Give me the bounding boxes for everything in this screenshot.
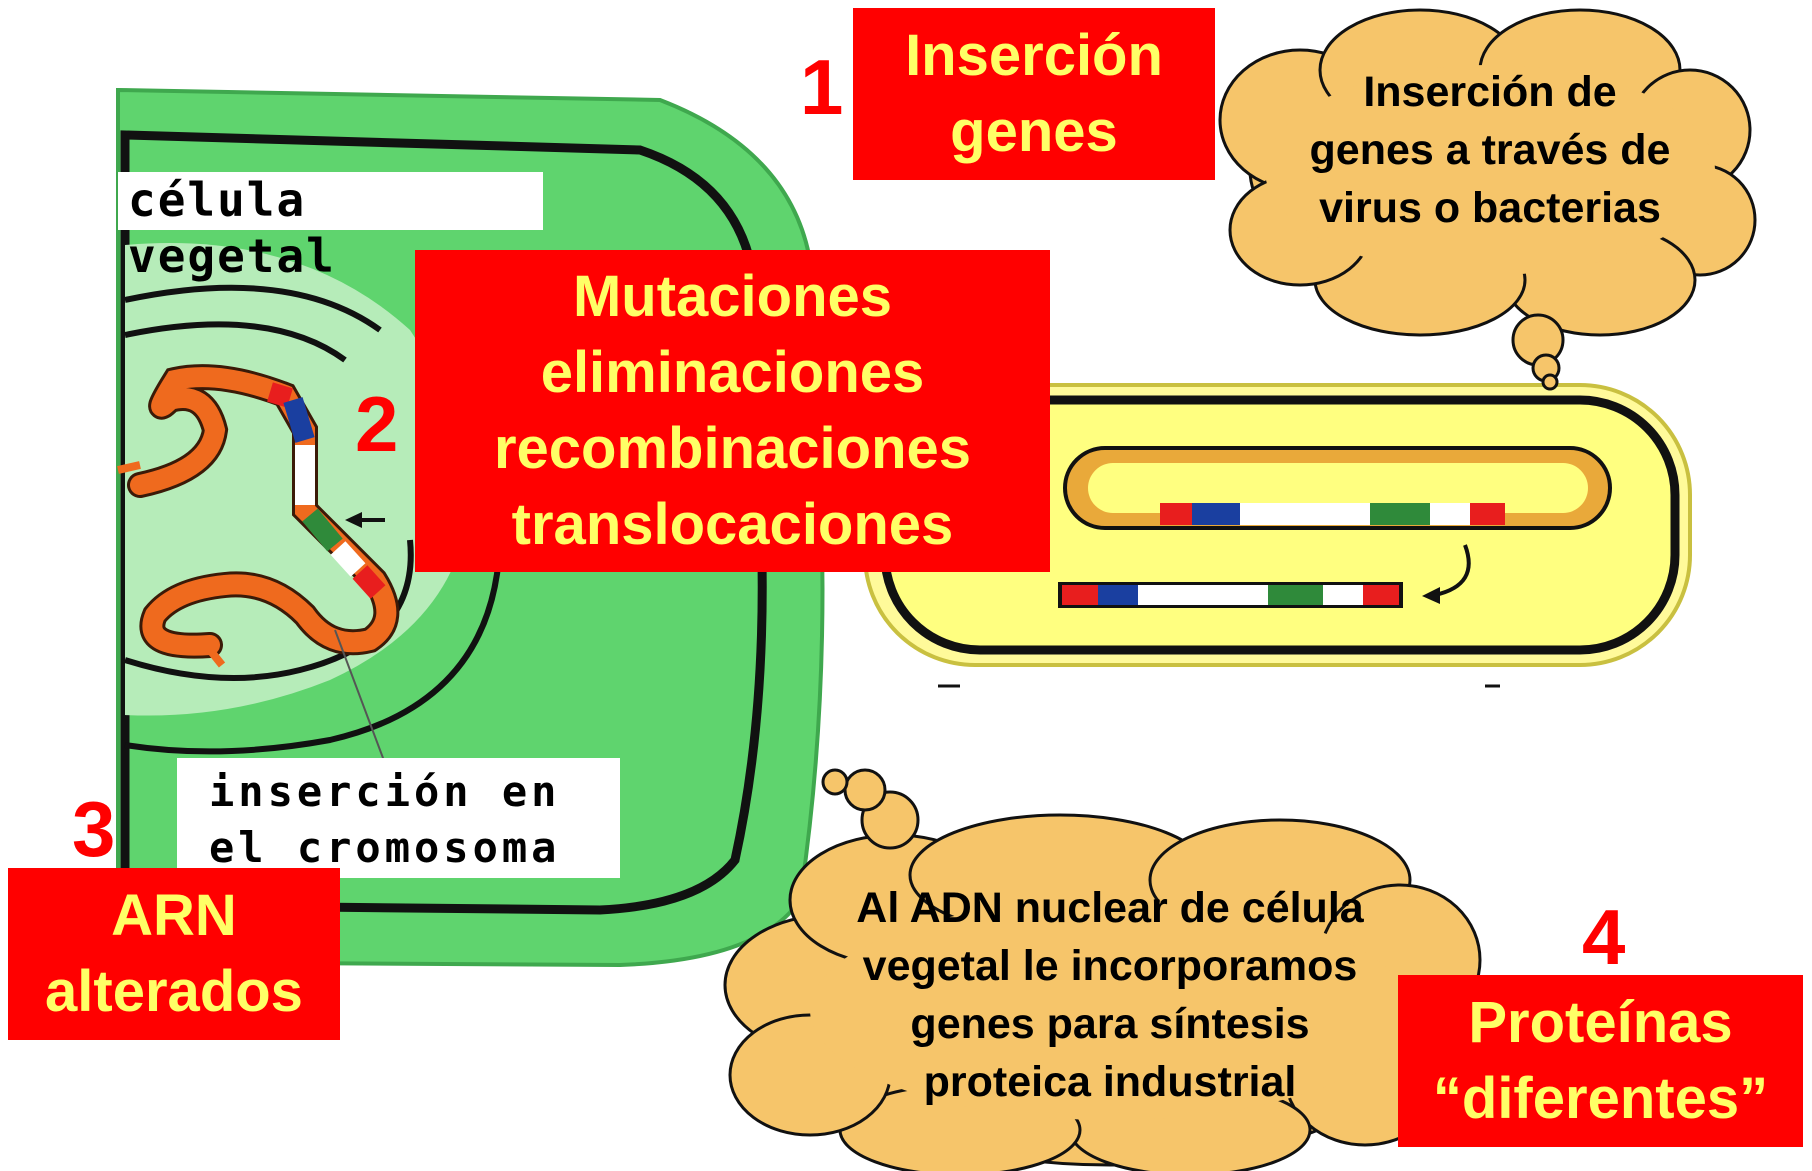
plasmid-inner <box>1088 463 1588 513</box>
thought-cloud-bottom <box>723 768 1482 1171</box>
plasmid-gene-green <box>1370 503 1430 525</box>
chromosome-insertion-label: inserción en el cromosoma <box>177 758 620 878</box>
bacterium <box>863 383 1692 667</box>
plasmid-gene-red <box>1470 503 1505 525</box>
step-number-2: 2 <box>355 380 399 468</box>
chromosome <box>117 364 400 791</box>
nuclear-line <box>124 321 347 363</box>
excised-gene-red <box>1363 585 1399 605</box>
excision-arrow <box>1434 544 1471 597</box>
step-number-4: 4 <box>1582 893 1626 981</box>
excision-arrowhead <box>1422 587 1440 604</box>
cloud-text-top: Inserción de genes a través de virus o b… <box>1309 68 1671 232</box>
cell-membrane <box>120 130 767 915</box>
excised-gene-white <box>1138 585 1268 605</box>
thought-cloud-top <box>1218 8 1757 391</box>
gene-white <box>330 541 366 577</box>
excised-gene-red <box>1062 585 1098 605</box>
step-number-1: 1 <box>800 43 844 131</box>
step-box-mutations: Mutaciones eliminaciones recombinaciones… <box>415 250 1050 572</box>
plasmid-gene-white <box>1240 503 1370 525</box>
plasmid-gene-red <box>1160 503 1192 525</box>
gene-blue <box>283 397 315 443</box>
cell-label: célula vegetal <box>118 172 543 283</box>
cloud-text-bottom: Al ADN nuclear de célula vegetal le inco… <box>856 884 1364 1106</box>
nuclear-line <box>124 284 382 333</box>
chromosome-fragment <box>206 647 226 668</box>
chromosome-strand <box>130 367 397 656</box>
gene-red <box>267 382 293 408</box>
step-box-gene-insertion: Inserción genes <box>853 8 1215 180</box>
nuclear-line <box>124 519 504 755</box>
chromosome-fragment <box>117 461 141 474</box>
nuclear-line <box>124 539 414 681</box>
excised-gene-blue <box>1098 585 1138 605</box>
gene-red <box>352 565 386 599</box>
excised-gene-green <box>1268 585 1323 605</box>
gene-green <box>302 508 343 552</box>
plasmid-gene-blue <box>1192 503 1240 525</box>
step-box-different-proteins: Proteínas “diferentes” <box>1398 975 1803 1147</box>
step-box-altered-rna: ARN alterados <box>8 868 340 1040</box>
insertion-arrowhead <box>345 512 362 528</box>
step-number-3: 3 <box>72 785 116 873</box>
plasmid-gene-white <box>1430 503 1470 525</box>
excised-gene-white <box>1323 585 1363 605</box>
